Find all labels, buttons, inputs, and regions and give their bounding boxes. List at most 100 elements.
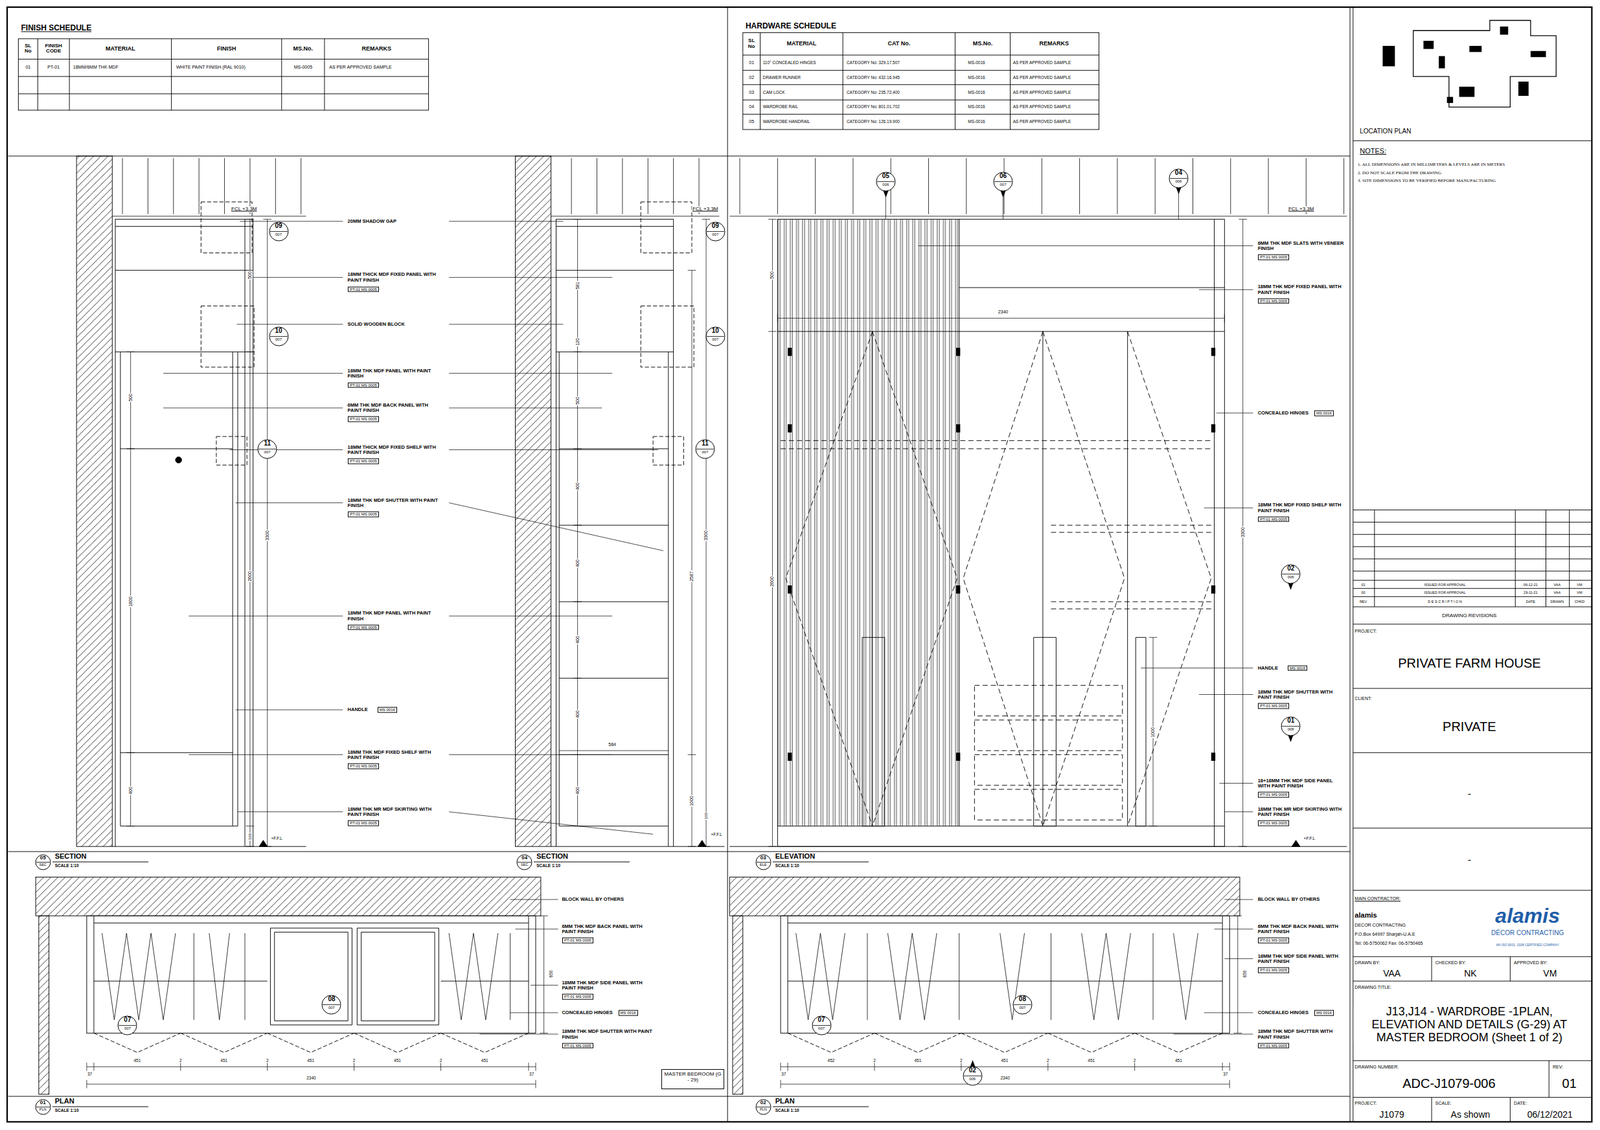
annotation-text: 18MM THK MDF SIDE PANEL WITH PAINT FINIS…	[1257, 953, 1347, 965]
annotation-text: 18MM THK MDF PANEL WITH PAINT FINISH	[347, 610, 443, 622]
scale-text: SCALE 1:10	[55, 1108, 80, 1113]
sheet-number: 006	[1280, 575, 1301, 580]
sheet-number: 007	[321, 1005, 342, 1011]
annotation-text: VAA	[1382, 969, 1402, 980]
annotation-text: MS-0016	[967, 119, 986, 125]
annotation-text: SOLID WOODEN BLOCK	[347, 321, 406, 328]
annotation-text: 6MM THK MDF BACK PANEL WITH PAINT FINISH	[560, 924, 657, 936]
plan-drawing	[86, 915, 549, 1089]
material-tag: PT-01 MS 0005	[347, 820, 379, 827]
annotation-text: DECOR CONTRACTING	[1353, 923, 1407, 929]
sheet-number: 007	[705, 337, 726, 343]
annotation-text: 20MM SHADOW GAP	[347, 218, 398, 225]
annotation-text: CONCEALED HINGES	[1257, 1010, 1310, 1016]
dimension-text: 500	[575, 396, 581, 406]
annotation-text: FINISH SCHEDULE	[20, 24, 93, 34]
view-title-text: PLAN	[775, 1097, 795, 1106]
annotation-text: BLOCK WALL BY OTHERS	[1257, 897, 1321, 903]
dimension-text: 400	[575, 709, 581, 720]
view-number: 01	[34, 1099, 52, 1106]
view-code: ELE	[755, 862, 772, 867]
annotation-text: 18MM THK MDF FIXED SHELF WITH PAINT FINI…	[347, 749, 443, 761]
annotation-text: CATEGORY No: 432.16.945	[845, 75, 901, 80]
callout-number: 07	[117, 1016, 138, 1025]
annotation-text: 584	[607, 742, 617, 748]
annotation-text: SCALE:	[1434, 1101, 1453, 1108]
annotation-text: 18MM THK MDF SHUTTER WITH PAINT FINISH	[1257, 689, 1347, 701]
annotation-text: 01	[1561, 1076, 1578, 1091]
annotation-text: FINISH CODE	[39, 43, 68, 56]
material-tag: PT-01 MS 0005	[1257, 1042, 1290, 1049]
annotation-text: REMARKS	[1038, 40, 1070, 48]
annotation-text: 451	[480, 1059, 490, 1064]
annotation-text: 05	[748, 119, 755, 125]
scale-text: SCALE 1:10	[55, 863, 80, 869]
callout-bubble: 07007	[811, 1015, 832, 1036]
annotation-text: 451	[306, 1059, 315, 1064]
annotation-text: 2	[178, 1059, 183, 1064]
callout-number: 01	[1280, 717, 1301, 725]
annotation-text: 01	[24, 64, 32, 70]
sheet-number: 007	[811, 1026, 832, 1032]
annotation-text: CHECKED BY:	[1434, 960, 1467, 966]
annotation-text: FINISH	[216, 45, 238, 53]
material-tag: PT-01 MS 0005	[347, 416, 379, 423]
callout-bubble: 11007	[257, 439, 278, 460]
sheet-number: 006	[1168, 179, 1189, 184]
material-tag: MS 0016	[377, 707, 398, 714]
callout-number: 02	[962, 1066, 983, 1075]
dimension-text: 1000	[689, 795, 695, 808]
view-title-text: SECTION	[536, 852, 569, 861]
annotation-text: alamis	[1494, 904, 1561, 928]
callout-bubble: 10007	[268, 326, 289, 347]
callout-bubble: 09007	[268, 221, 289, 242]
annotation-text: CAM LOCK	[762, 90, 786, 95]
sheet-number: 007	[993, 182, 1014, 188]
annotation-text: DRAWING REVISIONS	[1441, 613, 1498, 620]
callout-number: 05	[875, 172, 896, 181]
material-tag: PT-01 MS 0005	[1257, 967, 1290, 974]
annotation-text: MS-0005	[293, 64, 313, 70]
annotation-text: -	[1467, 788, 1472, 800]
sheet-number: 006	[875, 182, 896, 188]
annotation-text: REV	[1359, 599, 1368, 604]
annotation-text: 2	[439, 1059, 444, 1064]
dimension-text: 3300	[1240, 526, 1246, 539]
material-tag: PT-01 MS 0005	[1257, 820, 1290, 827]
annotation-text: 6MM THK MDF SLATS WITH VENEER FINISH	[1257, 240, 1347, 252]
annotation-text: MS-0016	[967, 60, 986, 65]
annotation-text: Tel: 06-5750062 Fax: 06-5750465	[1353, 941, 1424, 947]
annotation-text: AS PER APPROVED SAMPLE	[1012, 75, 1073, 80]
annotation-text: 451	[132, 1059, 142, 1064]
annotation-text: MS.No.	[292, 45, 315, 53]
scale-text: SCALE 1:10	[775, 863, 800, 869]
callout-number: 11	[695, 439, 716, 448]
view-code: PLN	[755, 1107, 772, 1112]
material-tag: PT-01 MS 0005	[1257, 297, 1290, 304]
plan-detail	[35, 877, 1253, 1095]
annotation-text: 6MM THK MDF BACK PANEL WITH PAINT FINISH	[1257, 924, 1347, 936]
sheet-number: 007	[257, 450, 278, 455]
annotation-text: 451	[1086, 1059, 1096, 1064]
dimension-text: 1800	[128, 596, 134, 609]
annotation-text: 2	[959, 1059, 964, 1064]
annotation-text: MAIN CONTRACTOR:	[1353, 896, 1402, 902]
view-title: 03ELEELEVATIONSCALE 1:10	[755, 854, 772, 871]
dimension-text: 400	[575, 482, 581, 492]
annotation-text: LOCATION PLAN	[1359, 126, 1412, 135]
annotation-text: PROJECT:	[1353, 1101, 1378, 1108]
annotation-text: 37	[528, 1072, 535, 1077]
callout-bubble: 11007	[695, 439, 716, 460]
annotation-text: J1079	[1379, 1110, 1406, 1120]
dimension-text: 1000	[1150, 726, 1156, 739]
annotation-text: 2340	[305, 1075, 317, 1081]
callout-number: 02	[1280, 564, 1301, 573]
annotation-text: AS PER APPROVED SAMPLE	[1012, 119, 1073, 125]
material-tag: PT-01 MS 0005	[1257, 792, 1290, 799]
annotation-text: 1. ALL DIMENSIONS ARE IN MILLIMETERS & L…	[1357, 162, 1506, 168]
annotation-text: DRAWER RUNNER	[762, 75, 802, 80]
annotation-text: REV:	[1552, 1064, 1564, 1071]
annotation-text: MS.No.	[972, 40, 994, 48]
annotation-text: CONCEALED HINGES	[560, 1010, 613, 1016]
